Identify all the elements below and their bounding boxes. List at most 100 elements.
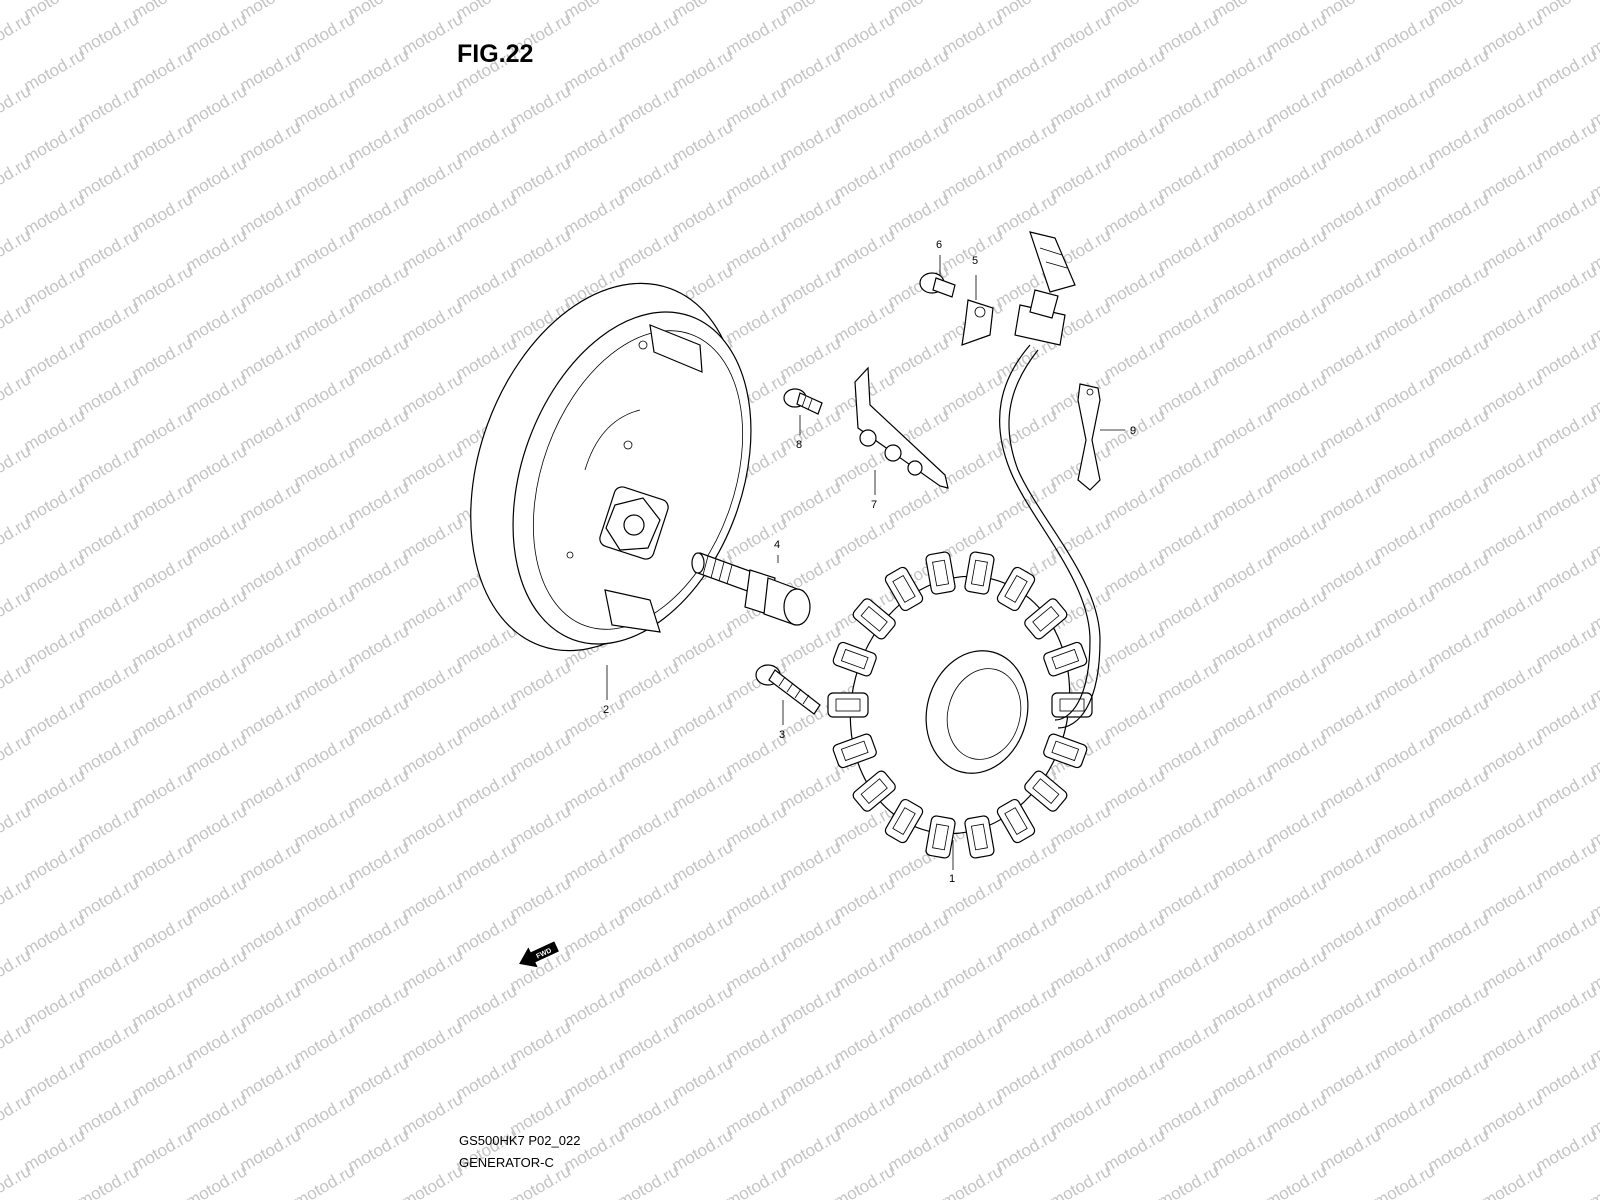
watermark-text: motod.ru [75, 1089, 143, 1139]
watermark-text: motod.ru [1479, 873, 1547, 923]
watermark-text: motod.ru [183, 1161, 251, 1200]
watermark-text: motod.ru [1047, 1161, 1115, 1200]
watermark-text: motod.ru [1209, 549, 1277, 599]
watermark-text: motod.ru [777, 1053, 845, 1103]
watermark-text: motod.ru [1101, 837, 1169, 887]
watermark-text: motod.ru [1047, 873, 1115, 923]
watermark-text: motod.ru [1371, 297, 1439, 347]
watermark-text: motod.ru [831, 81, 899, 131]
watermark-text: motod.ru [1155, 801, 1223, 851]
watermark-text: motod.ru [21, 909, 89, 959]
watermark-text: motod.ru [453, 261, 521, 311]
callout-4: 4 [774, 539, 780, 551]
stator-tooth-face [932, 559, 950, 587]
watermark-text: motod.ru [1479, 1089, 1547, 1139]
watermark-text: motod.ru [1317, 117, 1385, 167]
watermark-text: motod.ru [183, 729, 251, 779]
watermark-text: motod.ru [1317, 405, 1385, 455]
stator-tooth-face [1004, 575, 1028, 603]
watermark-text: motod.ru [1533, 1053, 1600, 1103]
watermark-text: motod.ru [1263, 513, 1331, 563]
watermark-text: motod.ru [345, 405, 413, 455]
stator-tooth [1024, 598, 1068, 640]
watermark-text: motod.ru [1425, 117, 1493, 167]
watermark-text: motod.ru [21, 693, 89, 743]
watermark-text: motod.ru [669, 1125, 737, 1175]
stator-tooth [852, 598, 896, 640]
watermark-text: motod.ru [885, 1053, 953, 1103]
watermark-text: motod.ru [993, 189, 1061, 239]
watermark-text: motod.ru [1209, 1053, 1277, 1103]
watermark-text: motod.ru [1479, 1017, 1547, 1067]
watermark-text: motod.ru [939, 369, 1007, 419]
watermark-text: motod.ru [561, 1053, 629, 1103]
stator-tooth-face [1051, 740, 1080, 762]
watermark-text: motod.ru [1101, 765, 1169, 815]
watermark-text: motod.ru [615, 1089, 683, 1139]
watermark-text: motod.ru [291, 729, 359, 779]
watermark-text: motod.ru [399, 945, 467, 995]
watermark-text: motod.ru [399, 729, 467, 779]
watermark-text: motod.ru [1155, 873, 1223, 923]
stator-tooth [964, 815, 995, 859]
watermark-text: motod.ru [21, 981, 89, 1031]
watermark-text: motod.ru [1155, 441, 1223, 491]
watermark-text: motod.ru [1371, 441, 1439, 491]
watermark-text: motod.ru [1425, 981, 1493, 1031]
watermark-text: motod.ru [183, 9, 251, 59]
watermark-text: motod.ru [507, 153, 575, 203]
watermark-text: motod.ru [1479, 657, 1547, 707]
watermark-text: motod.ru [1533, 1125, 1600, 1175]
watermark-text: motod.ru [291, 9, 359, 59]
stator-tooth-face [860, 778, 888, 805]
watermark-text: motod.ru [345, 45, 413, 95]
stator-bolt [755, 664, 821, 715]
watermark-text: motod.ru [723, 225, 791, 275]
watermark-text: motod.ru [1371, 801, 1439, 851]
watermark-text: motod.ru [1263, 153, 1331, 203]
watermark-text: motod.ru [1047, 945, 1115, 995]
watermark-text: motod.ru [1425, 1125, 1493, 1175]
stator-tooth [827, 692, 869, 718]
watermark-text: motod.ru [1047, 81, 1115, 131]
watermark-text: motod.ru [399, 441, 467, 491]
watermark-text: motod.ru [1479, 729, 1547, 779]
watermark-text: motod.ru [615, 1161, 683, 1200]
watermark-text: motod.ru [507, 873, 575, 923]
stator-tooth-face [970, 823, 988, 851]
watermark-text: motod.ru [183, 297, 251, 347]
stator-tooth-face [1032, 605, 1060, 632]
watermark-text: motod.ru [453, 117, 521, 167]
watermark-text: motod.ru [1479, 945, 1547, 995]
watermark-text: motod.ru [291, 513, 359, 563]
watermark-text: motod.ru [1209, 909, 1277, 959]
watermark-text: motod.ru [723, 153, 791, 203]
watermark-text: motod.ru [1209, 1125, 1277, 1175]
watermark-text: motod.ru [669, 189, 737, 239]
watermark-text: motod.ru [831, 9, 899, 59]
watermark-text: motod.ru [1317, 909, 1385, 959]
watermark-text: motod.ru [291, 153, 359, 203]
watermark-text: motod.ru [1101, 477, 1169, 527]
watermark-text: motod.ru [1101, 117, 1169, 167]
watermark-text: motod.ru [1533, 549, 1600, 599]
section-name: GENERATOR-C [459, 1155, 554, 1170]
watermark-text: motod.ru [75, 513, 143, 563]
watermark-text: motod.ru [183, 1089, 251, 1139]
watermark-text: motod.ru [1479, 9, 1547, 59]
watermark-text: motod.ru [183, 873, 251, 923]
watermark-text: motod.ru [1479, 225, 1547, 275]
watermark-text: motod.ru [1479, 441, 1547, 491]
watermark-text: motod.ru [129, 405, 197, 455]
callout-8: 8 [796, 439, 802, 451]
watermark-text: motod.ru [507, 801, 575, 851]
watermark-text: motod.ru [1209, 405, 1277, 455]
watermark-text: motod.ru [75, 81, 143, 131]
watermark-text: motod.ru [1533, 477, 1600, 527]
watermark-text: motod.ru [75, 297, 143, 347]
watermark-text: motod.ru [1263, 873, 1331, 923]
watermark-text: motod.ru [1371, 153, 1439, 203]
watermark-text: motod.ru [1263, 1161, 1331, 1200]
watermark-text: motod.ru [453, 189, 521, 239]
watermark-text: motod.ru [21, 189, 89, 239]
